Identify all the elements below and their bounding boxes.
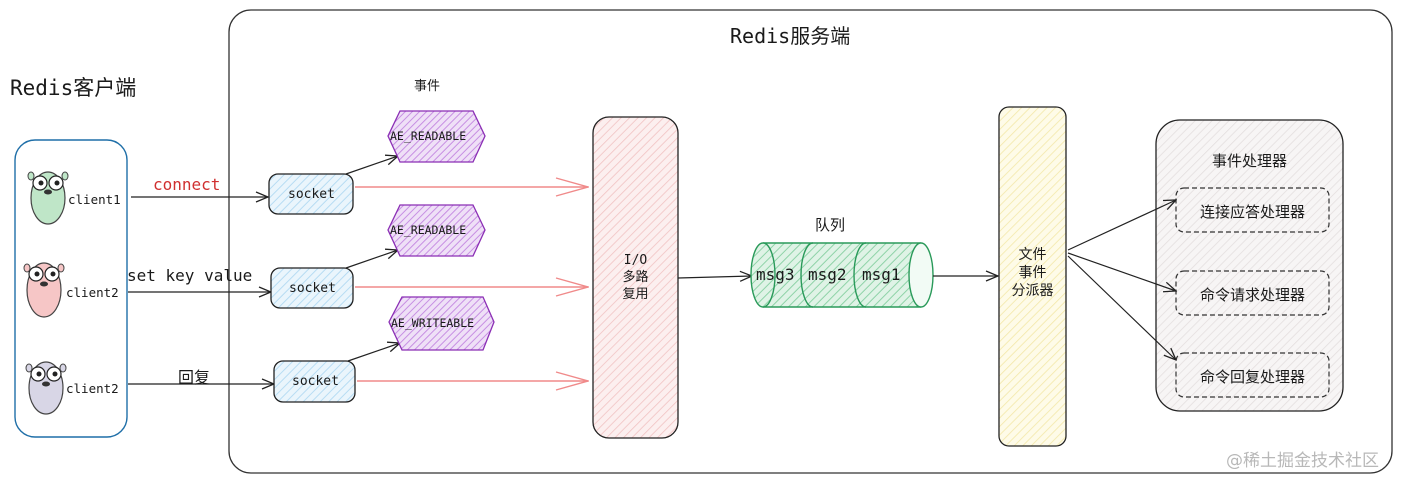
events-title: 事件	[414, 79, 441, 94]
socket-label-3: socket	[292, 374, 339, 389]
command-set: set key value	[127, 266, 253, 285]
socket-1	[268, 173, 354, 215]
handler-connect-accept: 连接应答处理器	[1199, 203, 1305, 221]
socket-label-2: socket	[289, 281, 336, 296]
io-mux-label: I/O 多路 复用	[593, 252, 678, 303]
queue-item-msg2: msg2	[808, 265, 847, 284]
dispatcher-line1: 文件	[1018, 247, 1047, 263]
socket-2	[270, 267, 354, 309]
gopher-green-icon	[27, 171, 69, 225]
gopher-pink-icon	[23, 262, 65, 318]
arrow-socket1-event	[345, 156, 398, 175]
arrow-dispatcher-handler1	[1067, 200, 1176, 251]
queue-title: 队列	[815, 216, 846, 234]
handlers-title: 事件处理器	[1211, 152, 1287, 170]
command-reply: 回复	[178, 368, 211, 387]
command-connect: connect	[153, 175, 221, 194]
socket-label-1: socket	[288, 187, 335, 202]
queue-item-msg3: msg3	[756, 265, 795, 284]
event-hexagon-2	[387, 204, 486, 257]
dispatcher-line2: 事件	[1018, 265, 1047, 281]
dispatcher-line3: 分派器	[1011, 283, 1054, 299]
event-hexagon-3	[388, 296, 495, 351]
client-title: Redis客户端	[10, 76, 137, 100]
client3-label: client2	[66, 381, 119, 396]
arrow-dispatcher-handler3	[1067, 255, 1176, 360]
handler-command-request: 命令请求处理器	[1199, 286, 1305, 304]
io-mux-line2: 多路	[622, 270, 649, 285]
handler-box-3	[1175, 352, 1330, 398]
arrow-dispatcher-handler2	[1067, 252, 1176, 291]
event-label-1: AE_READABLE	[390, 129, 467, 143]
arrow-io-queue	[677, 276, 752, 278]
io-mux-line1: I/O	[623, 253, 648, 268]
server-title: Redis服务端	[730, 24, 851, 48]
dispatcher-label: 文件 事件 分派器	[999, 246, 1066, 300]
file-event-dispatcher	[998, 106, 1067, 447]
watermark: @稀土掘金技术社区	[1226, 451, 1379, 471]
handler-box-2	[1175, 270, 1330, 316]
arrow-socket2-event	[345, 250, 398, 269]
event-hexagon-1	[387, 110, 486, 163]
socket-3	[273, 360, 356, 403]
queue-item-msg1: msg1	[862, 265, 901, 284]
event-label-2: AE_READABLE	[390, 223, 467, 237]
event-label-3: AE_WRITEABLE	[391, 316, 475, 330]
gopher-gray-icon	[25, 361, 67, 415]
arrow-socket3-event	[347, 343, 400, 362]
client2-label: client2	[66, 285, 119, 300]
handler-command-reply: 命令回复处理器	[1199, 368, 1305, 386]
message-queue	[750, 242, 934, 308]
server-boundary	[228, 9, 1393, 474]
io-mux-line3: 复用	[622, 287, 649, 302]
client1-label: client1	[68, 192, 121, 207]
